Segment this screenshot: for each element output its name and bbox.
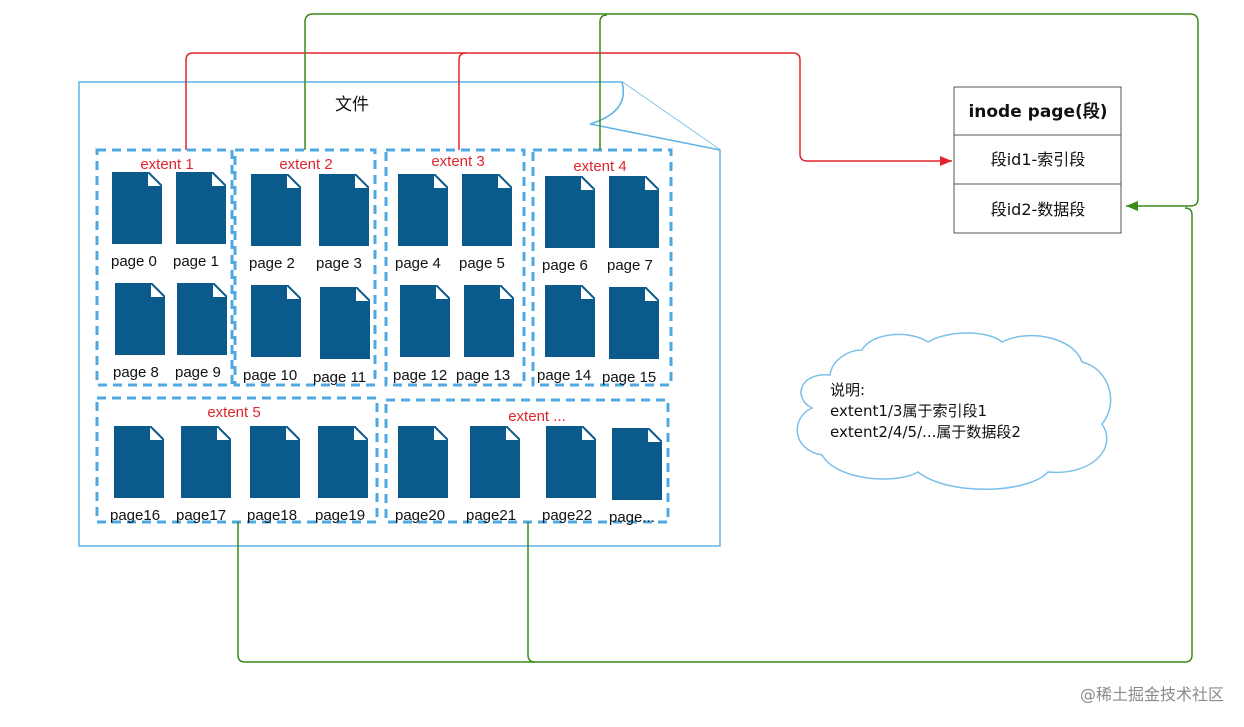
extent-label: extent ...: [508, 408, 566, 425]
document-icon: [545, 176, 595, 248]
page-label: page 8: [113, 364, 159, 381]
note-line: extent1/3属于索引段1: [830, 402, 987, 420]
data-segment-connectors: [237, 13, 1199, 663]
document-icon: [112, 172, 162, 244]
document-icon: [251, 174, 301, 246]
extent-4-box: [531, 148, 673, 387]
extent-3-to-index-line: [458, 52, 467, 150]
inode-page-header: inode page(段): [968, 101, 1107, 122]
page-label: page20: [395, 507, 445, 524]
extent-4-to-data-line: [599, 14, 608, 150]
file-fold: [589, 81, 721, 151]
cloud-shape: [796, 332, 1112, 490]
document-icon: [398, 426, 448, 498]
extent-boxes: [95, 148, 673, 524]
page-label: page21: [466, 507, 516, 524]
page-label: page 10: [243, 367, 297, 384]
document-icon: [176, 172, 226, 244]
page-label: page17: [176, 507, 226, 524]
page-label: page 14: [537, 367, 591, 384]
document-icon: [400, 285, 450, 357]
page-label: page 3: [316, 255, 362, 272]
extent-2-to-data-line: [304, 13, 1199, 207]
document-icon: [609, 176, 659, 248]
document-icon: [251, 285, 301, 357]
extent-1-to-index-arrow: [185, 52, 952, 166]
data-segment-row: 段id2-数据段: [991, 200, 1086, 219]
note-line: extent2/4/5/...属于数据段2: [830, 423, 1021, 441]
document-icon: [320, 287, 370, 359]
page-label: page 11: [313, 369, 366, 386]
document-icon: [464, 285, 514, 357]
extent-label: extent 4: [573, 158, 626, 175]
page-label: page 1: [173, 253, 219, 270]
document-icon: [181, 426, 231, 498]
extent-5-box: [95, 396, 379, 524]
inode-page-table: inode page(段) 段id1-索引段 段id2-数据段: [953, 86, 1122, 234]
page-label: page 0: [111, 253, 157, 270]
extent-1-box: [95, 148, 234, 387]
page-label: page 15: [602, 369, 656, 386]
page-label: page 12: [393, 367, 447, 384]
page-label: page 13: [456, 367, 510, 384]
page-label: page 4: [395, 255, 441, 272]
document-icon: [318, 426, 368, 498]
extent-label: extent 3: [431, 153, 484, 170]
document-icon: [115, 283, 165, 355]
watermark: @稀土掘金技术社区: [1080, 685, 1224, 704]
page-label: page 2: [249, 255, 295, 272]
extent-label: extent 2: [279, 156, 332, 173]
file-outline: [78, 81, 721, 547]
document-icon: [250, 426, 300, 498]
document-icon: [319, 174, 369, 246]
extent-3-box: [384, 148, 526, 387]
extent-label: extent 5: [207, 404, 260, 421]
document-icon: [177, 283, 227, 355]
extent-2-box: [233, 148, 377, 387]
file-title: 文件: [335, 95, 369, 115]
document-icon: [546, 426, 596, 498]
page-label: page...: [609, 509, 655, 526]
page-label: page 7: [607, 257, 653, 274]
extent-label: extent 1: [140, 156, 193, 173]
page-label: page 5: [459, 255, 505, 272]
page-label: page18: [247, 507, 297, 524]
document-icon: [470, 426, 520, 498]
note-cloud: 说明: extent1/3属于索引段1 extent2/4/5/...属于数据段…: [796, 332, 1112, 490]
document-icon: [398, 174, 448, 246]
document-icon: [545, 285, 595, 357]
document-icon: [612, 428, 662, 500]
extent-more-to-data-line: [527, 522, 536, 663]
page-label: page 6: [542, 257, 588, 274]
document-icon: [462, 174, 512, 246]
page-label: page 9: [175, 364, 221, 381]
file-container: 文件: [78, 81, 721, 547]
index-segment-connectors: [185, 52, 952, 166]
page-label: page16: [110, 507, 160, 524]
extent-5-to-data-line: [237, 207, 1193, 663]
extent-labels: extent 1 extent 2 extent 3 extent 4 exte…: [140, 153, 626, 425]
index-segment-row: 段id1-索引段: [991, 150, 1086, 169]
document-icon: [114, 426, 164, 498]
note-title: 说明:: [830, 381, 865, 399]
page-label: page19: [315, 507, 365, 524]
page-label: page22: [542, 507, 592, 524]
extent-more-box: [384, 398, 670, 524]
document-icon: [609, 287, 659, 359]
page-labels: page 0 page 1 page 8 page 9 page 2 page …: [110, 253, 656, 526]
